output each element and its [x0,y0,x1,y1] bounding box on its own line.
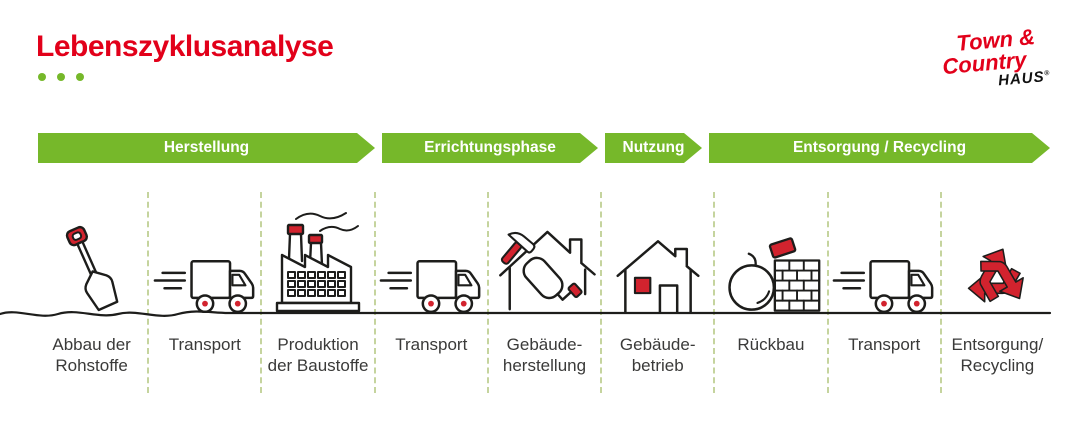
paint-roller [522,256,583,301]
page-title: Lebenszyklusanalyse [36,30,334,63]
stage-entsorgung-recycling: Entsorgung/ Recycling [939,192,1053,393]
stage-rueckbau: Rückbau [713,192,826,393]
stage-abbau-rohstoffe: Abbau der Rohstoffe [36,192,147,393]
construction-icon [498,230,596,311]
phase-banner-row: Herstellung Errichtungsphase Nutzung Ent… [0,133,1090,163]
shovel-icon [65,225,119,312]
stage-label: Transport [395,335,468,354]
stage-label: Transport [848,335,921,354]
phase-banner-nutzung: Nutzung [605,133,702,163]
stage-label: Produktion der Baustoffe [267,335,369,375]
house-icon [616,240,700,313]
recycling-icon [965,241,1033,310]
stage-label: Entsorgung/ Recycling [951,335,1044,375]
phase-label: Herstellung [163,139,250,156]
phase-banner-errichtungsphase: Errichtungsphase [382,133,598,163]
stage-label: Rückbau [737,335,805,354]
phase-label: Entsorgung / Recycling [792,139,967,156]
town-country-logo: Town & Country HAUS® [940,24,1065,93]
stage-gebaeudebetrieb: Gebäude- betrieb [600,192,713,393]
truck-icon [153,260,255,313]
stage-row: Abbau der Rohstoffe [36,192,1053,393]
truck-icon [379,260,481,313]
stage-label: Gebäude- herstellung [502,335,587,375]
accent-dot [57,73,65,81]
title-accent-dots [38,73,84,81]
stage-transport-3: Transport [826,192,940,393]
registered-mark: ® [1043,69,1050,78]
factory-icon [275,212,361,313]
stage-label: Abbau der Rohstoffe [52,335,131,375]
stage-transport-2: Transport [373,192,487,393]
accent-dot [76,73,84,81]
truck-icon [832,260,934,313]
stage-produktion-baustoffe: Produktion der Baustoffe [260,192,373,393]
phase-label: Errichtungsphase [424,139,556,156]
stage-label: Gebäude- betrieb [619,335,696,375]
hammer [500,231,536,265]
stage-gebaeudeherstellung: Gebäude- herstellung [486,192,600,393]
phase-banner-herstellung: Herstellung [38,133,375,163]
accent-dot [38,73,46,81]
demolition-icon [728,237,821,312]
phase-label: Nutzung [622,139,685,156]
phase-banner-entsorgung: Entsorgung / Recycling [709,133,1050,163]
stage-label: Transport [168,335,241,354]
stage-transport-1: Transport [147,192,260,393]
